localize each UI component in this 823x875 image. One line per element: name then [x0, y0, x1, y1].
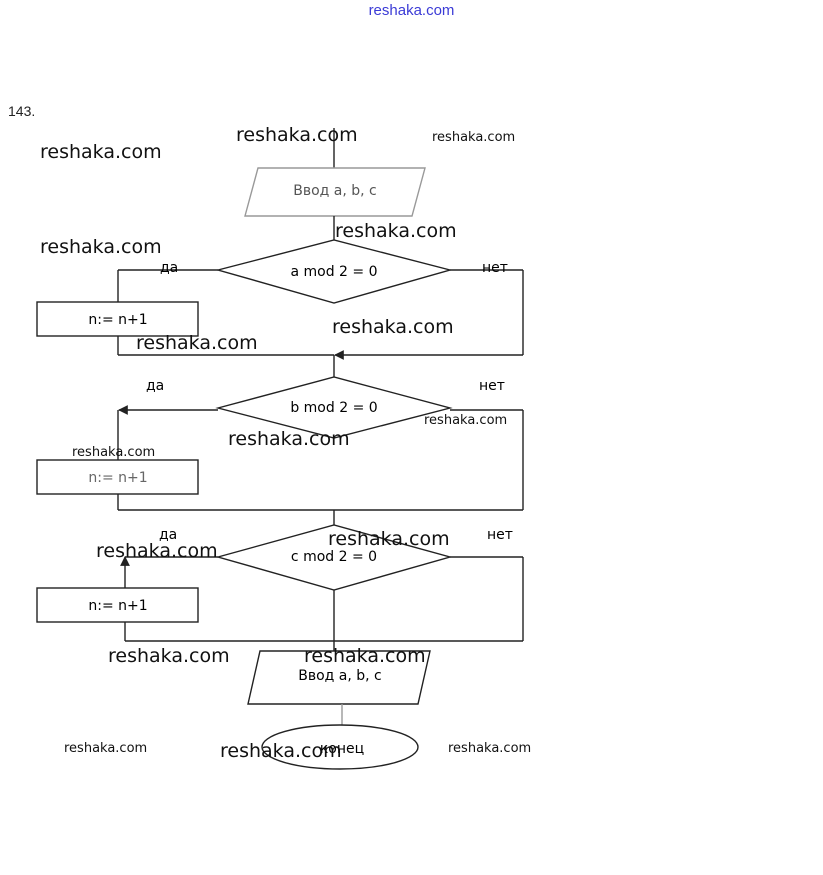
- process-1-label: n:= n+1: [88, 312, 147, 328]
- watermark: reshaka.com: [236, 124, 358, 146]
- input-block-shape: [244, 167, 426, 217]
- yes-label-2: да: [146, 378, 164, 394]
- watermark: reshaka.com: [228, 428, 350, 450]
- watermark: reshaka.com: [40, 236, 162, 258]
- process-3-label: n:= n+1: [88, 598, 147, 614]
- site-link[interactable]: reshaka.com: [368, 2, 455, 19]
- watermark: reshaka.com: [432, 130, 515, 145]
- process-3-shape: [36, 587, 199, 623]
- watermark: reshaka.com: [108, 645, 230, 667]
- watermark: reshaka.com: [335, 220, 457, 242]
- watermark: reshaka.com: [424, 413, 507, 428]
- condition-1-label: a mod 2 = 0: [290, 264, 377, 280]
- task-number: 143.: [8, 103, 36, 119]
- end-block-label: конец: [320, 741, 364, 757]
- watermark: reshaka.com: [332, 316, 454, 338]
- watermark: reshaka.com: [220, 740, 342, 762]
- watermark: reshaka.com: [40, 141, 162, 163]
- end-block-shape: [261, 724, 419, 770]
- watermark: reshaka.com: [136, 332, 258, 354]
- process-2-shape: [36, 459, 199, 495]
- output-block-label: Ввод a, b, c: [298, 668, 382, 684]
- watermark: reshaka.com: [96, 540, 218, 562]
- watermark: reshaka.com: [304, 645, 426, 667]
- yes-label-3: да: [159, 527, 177, 543]
- decision-2-shape: [215, 376, 453, 439]
- input-block-label: Ввод a, b, c: [293, 183, 377, 199]
- condition-3-label: c mod 2 = 0: [291, 549, 377, 565]
- process-2-label: n:= n+1: [88, 470, 147, 486]
- no-label-3: нет: [487, 527, 513, 543]
- watermark: reshaka.com: [64, 741, 147, 756]
- no-label-1: нет: [482, 260, 508, 276]
- yes-label-1: да: [160, 260, 178, 276]
- watermark: reshaka.com: [328, 528, 450, 550]
- no-label-2: нет: [479, 378, 505, 394]
- process-1-shape: [36, 301, 199, 337]
- condition-2-label: b mod 2 = 0: [290, 400, 377, 416]
- watermark: reshaka.com: [448, 741, 531, 756]
- watermark: reshaka.com: [72, 445, 155, 460]
- output-block-shape: [247, 650, 431, 705]
